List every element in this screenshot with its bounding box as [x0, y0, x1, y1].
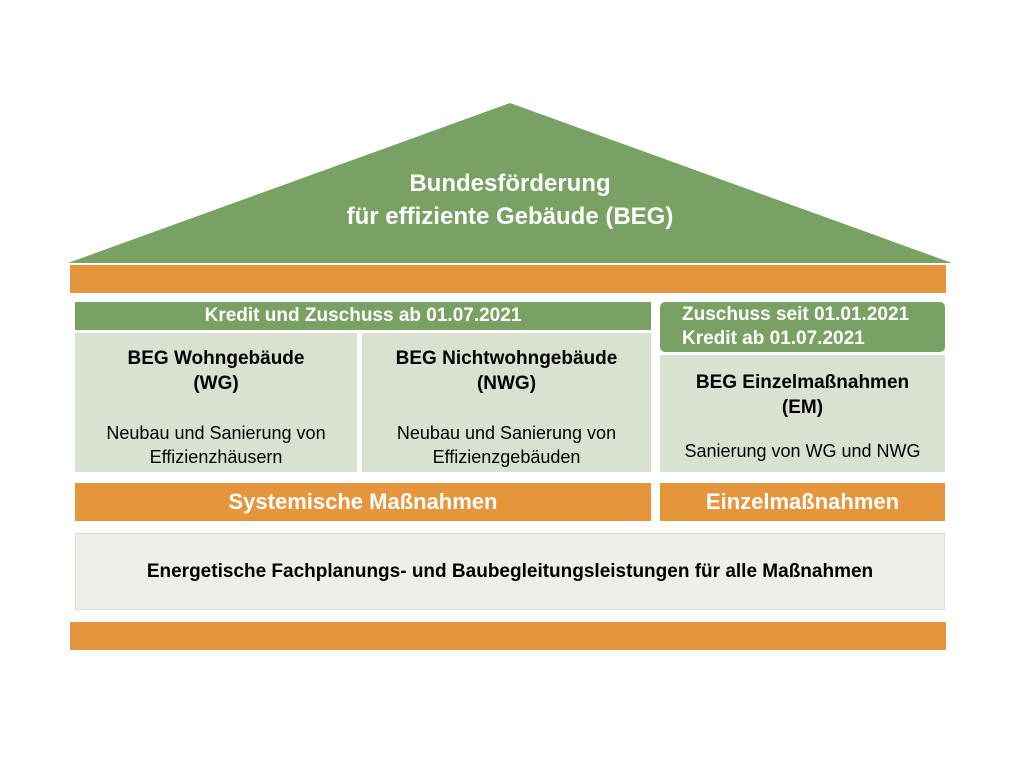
box-nwg-title-line2: (NWG) — [476, 372, 537, 394]
bottom-orange-band — [70, 622, 946, 650]
box-beg-nichtwohngebaeude: BEG Nichtwohngebäude (NWG) Neubau und Sa… — [362, 333, 651, 472]
box-wg-body-line2: Effizienzhäusern — [149, 446, 283, 467]
box-beg-nichtwohngebaeude-title: BEG Nichtwohngebäude (NWG) — [362, 347, 651, 396]
footer-systemische-massnahmen-label: Systemische Maßnahmen — [228, 489, 498, 514]
box-nwg-body-line2: Effizienzgebäuden — [432, 446, 581, 467]
footer-einzelmassnahmen: Einzelmaßnahmen — [660, 483, 945, 521]
right-section-header-line2: Kredit ab 01.07.2021 — [682, 328, 865, 349]
box-beg-nichtwohngebaeude-body: Neubau und Sanierung von Effizienzgebäud… — [362, 422, 651, 469]
top-orange-band — [70, 265, 946, 293]
box-beg-einzelmassnahmen-title: BEG Einzelmaßnahmen (EM) — [660, 371, 945, 420]
box-nwg-body-line1: Neubau und Sanierung von — [396, 423, 617, 444]
box-em-title-line2: (EM) — [781, 396, 824, 418]
roof-title: Bundesförderung für effiziente Gebäude (… — [347, 168, 674, 233]
box-wg-title-line2: (WG) — [193, 372, 239, 394]
box-beg-wohngebaeude-body: Neubau und Sanierung von Effizienzhäuser… — [75, 422, 357, 469]
roof-triangle: Bundesförderung für effiziente Gebäude (… — [68, 103, 952, 263]
box-wg-body-line1: Neubau und Sanierung von — [106, 423, 326, 444]
right-section-header: Zuschuss seit 01.01.2021 Kredit ab 01.07… — [660, 302, 945, 352]
box-em-title-line1: BEG Einzelmaßnahmen — [695, 372, 910, 393]
roof-title-line1: Bundesförderung — [409, 170, 611, 198]
box-beg-wohngebaeude: BEG Wohngebäude (WG) Neubau und Sanierun… — [75, 333, 357, 472]
box-nwg-title-line1: BEG Nichtwohngebäude — [395, 348, 618, 369]
box-beg-wohngebaeude-title: BEG Wohngebäude (WG) — [75, 347, 357, 396]
footer-einzelmassnahmen-label: Einzelmaßnahmen — [705, 489, 900, 514]
box-beg-einzelmassnahmen-body: Sanierung von WG und NWG — [684, 441, 921, 462]
baubegleitung-box: Energetische Fachplanungs- und Baubeglei… — [75, 533, 945, 610]
footer-systemische-massnahmen: Systemische Maßnahmen — [75, 483, 651, 521]
box-wg-title-line1: BEG Wohngebäude — [127, 348, 305, 369]
right-section-header-line1: Zuschuss seit 01.01.2021 — [682, 303, 910, 325]
roof-title-line2: für effiziente Gebäude (BEG) — [346, 202, 674, 230]
left-section-header: Kredit und Zuschuss ab 01.07.2021 — [75, 302, 651, 330]
left-section-header-label: Kredit und Zuschuss ab 01.07.2021 — [204, 305, 522, 326]
box-beg-einzelmassnahmen: BEG Einzelmaßnahmen (EM) Sanierung von W… — [660, 355, 945, 472]
baubegleitung-box-label: Energetische Fachplanungs- und Baubeglei… — [146, 560, 874, 582]
